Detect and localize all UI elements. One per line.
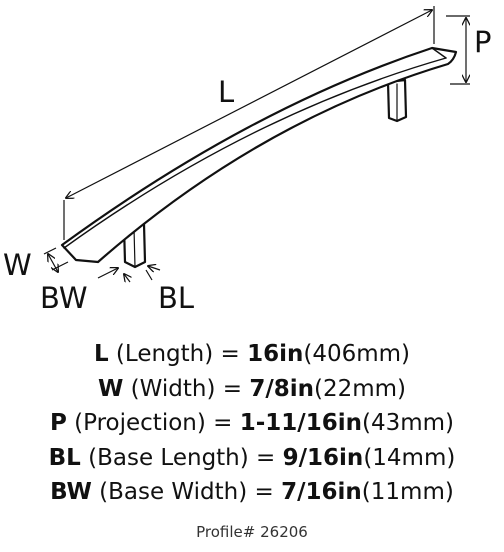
projection-label: P — [474, 25, 492, 59]
length-dimension-line — [66, 10, 432, 198]
specifications: L (Length) = 16in(406mm) W (Width) = 7/8… — [0, 337, 504, 510]
spec-base-width: BW (Base Width) = 7/16in(11mm) — [50, 479, 454, 506]
base-length-label: BL — [158, 281, 195, 315]
spec-base-length: BL (Base Length) = 9/16in(14mm) — [48, 444, 456, 471]
spec-length: L (Length) = 16in(406mm) — [93, 341, 411, 367]
base-width-arrow — [97, 268, 118, 279]
spec-width: W (Width) = 7/8in(22mm) — [97, 375, 407, 402]
handle-bar — [60, 46, 458, 264]
profile-number: Profile# 26206 — [196, 523, 308, 541]
base-width-label: BW — [40, 281, 88, 315]
handle-drawing — [43, 6, 504, 330]
length-label: L — [218, 75, 235, 109]
width-label: W — [3, 248, 32, 282]
width-dimension-line — [48, 254, 58, 272]
spec-projection: P (Projection) = 1-11/16in(43mm) — [49, 410, 454, 437]
base-length-arrow — [148, 266, 161, 270]
